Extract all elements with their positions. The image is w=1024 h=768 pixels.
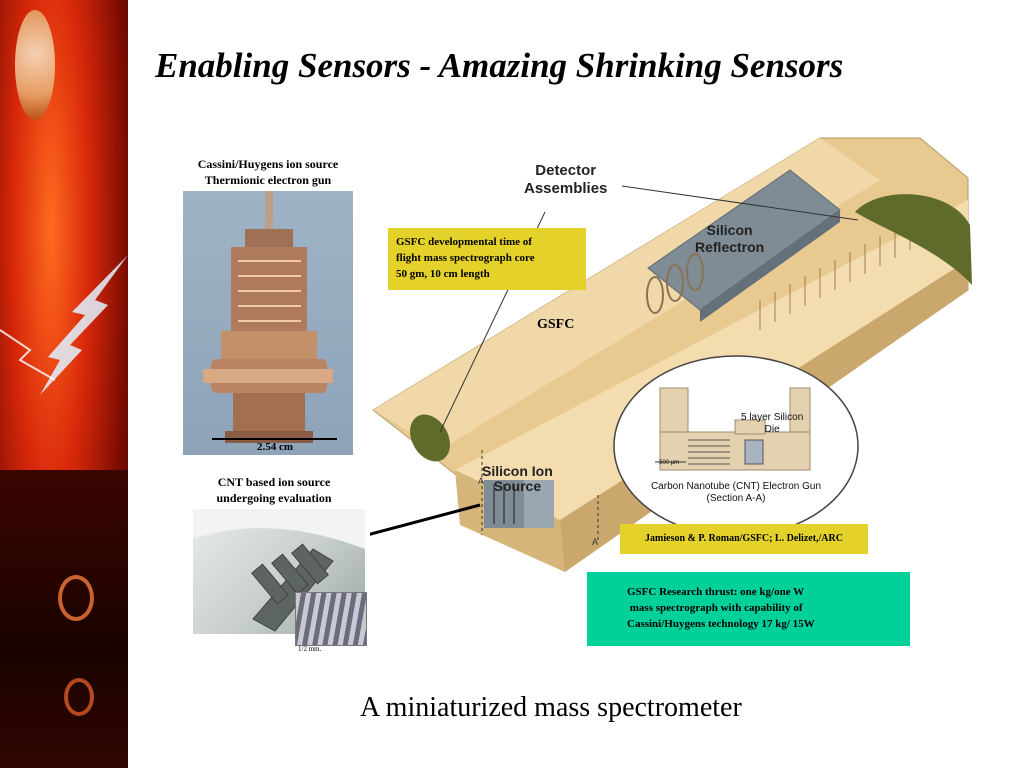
inset-scale-label: 1/2 mm.	[298, 645, 322, 653]
lightning-graphic	[0, 255, 128, 395]
caption-line: undergoing evaluation	[216, 491, 332, 505]
caption-line: Cassini/Huygens ion source	[197, 157, 339, 171]
cnt-ion-source-photo	[193, 509, 365, 634]
label-line: Assemblies	[524, 180, 608, 197]
callout-line: 50 gm, 10 cm length	[396, 268, 490, 280]
caption-line: CNT based ion source	[217, 475, 331, 489]
callout-line: mass spectrograph with capability of	[627, 602, 803, 614]
research-thrust-callout: GSFC Research thrust: one kg/one W mass …	[587, 572, 910, 646]
label-line: Silicon Ion	[482, 463, 553, 479]
label-line: Source	[493, 478, 542, 494]
detector-assemblies-label: Detector Assemblies	[524, 162, 607, 198]
cassini-ion-source-photo	[183, 191, 353, 455]
section-marker: A	[592, 537, 599, 547]
layer-silicon-label: 5 layer Silicon Die	[741, 412, 803, 436]
caption-line: Thermionic electron gun	[204, 173, 332, 187]
development-time-callout: GSFC developmental time of flight mass s…	[388, 228, 586, 290]
label-line: Detector	[535, 162, 597, 179]
label-line: 5 layer Silicon	[741, 412, 804, 423]
label-line: Silicon	[706, 222, 753, 238]
silicon-ion-source-label: Silicon Ion Source	[482, 464, 553, 494]
inset-scale-label: 500 µm	[659, 460, 680, 466]
page-title: Enabling Sensors - Amazing Shrinking Sen…	[155, 46, 844, 85]
scale-bar	[212, 438, 337, 440]
callout-line: Cassini/Huygens technology 17 kg/ 15W	[627, 618, 815, 630]
cnt-photo-caption: CNT based ion source undergoing evaluati…	[174, 474, 374, 506]
mass-spectrometer-diagram	[370, 137, 972, 572]
cnt-magnified-inset	[295, 592, 367, 646]
label-line: Die	[764, 424, 780, 435]
decorative-dark-band	[0, 470, 128, 768]
gsfc-label: GSFC	[537, 317, 575, 332]
silicon-reflectron-label: Silicon Reflectron	[695, 222, 764, 256]
label-line: (Section A-A)	[706, 493, 766, 504]
electron-gun-label: Carbon Nanotube (CNT) Electron Gun (Sect…	[636, 481, 836, 505]
decorative-glow	[15, 10, 55, 120]
label-line: Reflectron	[695, 239, 765, 255]
callout-line: GSFC developmental time of	[396, 236, 532, 248]
section-marker: A	[478, 476, 485, 486]
scale-label: 2.54 cm	[256, 441, 294, 453]
decorative-ring	[64, 678, 94, 716]
cassini-photo-caption: Cassini/Huygens ion source Thermionic el…	[168, 156, 368, 188]
decorative-ring	[58, 575, 94, 621]
credit-callout: Jamieson & P. Roman/GSFC; L. Delizet,/AR…	[620, 524, 868, 554]
label-line: Carbon Nanotube (CNT) Electron Gun	[650, 481, 822, 492]
callout-line: flight mass spectrograph core	[396, 252, 535, 264]
slide-caption: A miniaturized mass spectrometer	[360, 692, 742, 723]
callout-line: GSFC Research thrust: one kg/one W	[627, 586, 805, 598]
decorative-side-strip	[0, 0, 128, 768]
